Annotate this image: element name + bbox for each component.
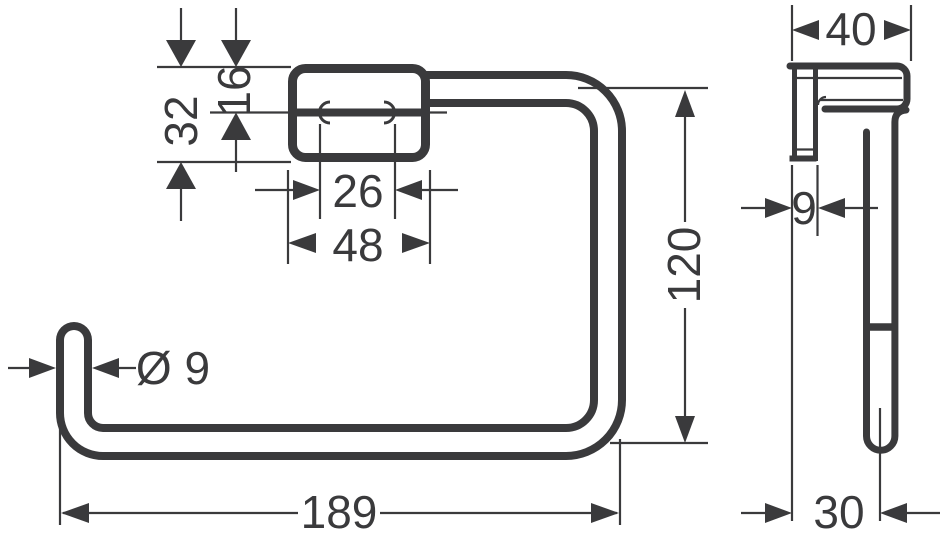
dimension-arrow (591, 503, 619, 523)
dimension-arrow (765, 198, 792, 218)
dimension-arrow (288, 233, 316, 253)
plate-height-dim-label: 32 (155, 95, 207, 146)
dimension-arrow (29, 358, 56, 378)
side-arm-nose-arc (816, 95, 827, 106)
dimension-arrow (221, 40, 251, 67)
dimension-arrow (675, 90, 695, 117)
dimension-arrow (675, 416, 695, 443)
dimension-arrow (166, 40, 196, 67)
dimension-arrow (402, 233, 430, 253)
overall-width-dim-label: 189 (301, 486, 378, 538)
overall-height-dim-label: 120 (658, 227, 710, 304)
front-view: 32 16 26 48 Ø 9 189 120 (8, 8, 710, 538)
overall-depth-dim-label: 40 (825, 3, 876, 55)
plate-top-to-bar-dim-label: 16 (208, 65, 260, 116)
side-ring-tube (863, 106, 910, 454)
plate-width-dim-label: 48 (332, 219, 383, 271)
side-view: 40 9 30 (741, 3, 940, 538)
dimension-arrow (61, 503, 89, 523)
hole-spacing-dim-label: 26 (332, 165, 383, 217)
screw-hole-arc-left (318, 100, 331, 125)
plate-thickness-dim-label: 9 (791, 182, 817, 234)
dimension-arrow (92, 358, 119, 378)
dimension-arrow (792, 20, 819, 40)
dimension-arrow (395, 180, 422, 200)
dimension-arrow (765, 503, 792, 523)
screw-hole-arc-right (383, 100, 396, 125)
tube-diameter-dim-label: Ø 9 (136, 342, 210, 394)
dimension-arrow (166, 162, 196, 189)
dimension-arrow (884, 20, 911, 40)
dimension-arrow (880, 503, 907, 523)
wall-to-ring-dim-label: 30 (813, 486, 864, 538)
ring-tube-inner-fill (64, 79, 618, 452)
dimension-arrow (818, 198, 845, 218)
dimension-arrow (221, 112, 251, 140)
side-plate (792, 64, 818, 161)
dimension-arrow (293, 180, 320, 200)
